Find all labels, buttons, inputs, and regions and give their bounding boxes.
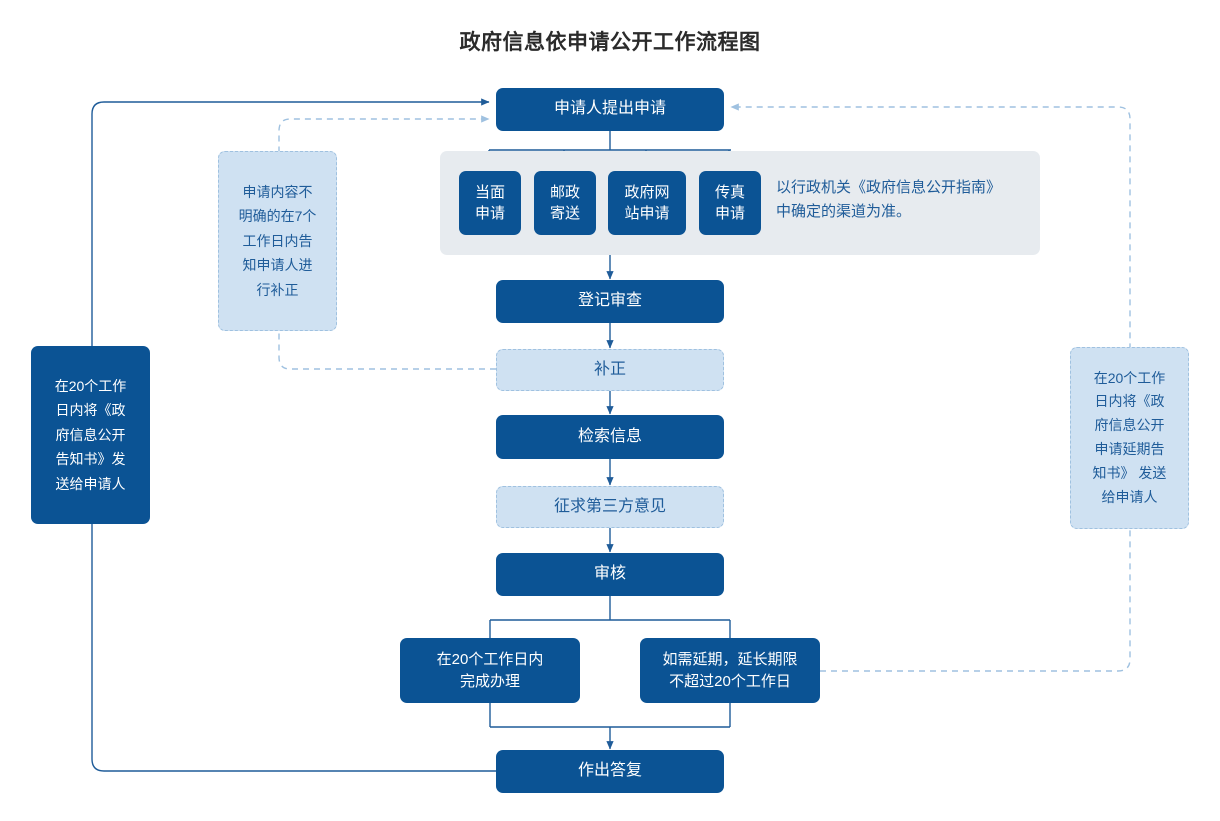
node-channel-fax[interactable]: 传真 申请: [699, 171, 761, 235]
node-registration-review[interactable]: 登记审查: [496, 280, 724, 323]
node-channel-postal-mail[interactable]: 邮政 寄送: [534, 171, 596, 235]
note-disclosure-notice-20-days[interactable]: 在20个工作 日内将《政 府信息公开 告知书》发 送给申请人: [31, 346, 150, 524]
node-channel-government-website[interactable]: 政府网 站申请: [608, 171, 686, 235]
node-applicant-submits[interactable]: 申请人提出申请: [496, 88, 724, 131]
page-title: 政府信息依申请公开工作流程图: [459, 31, 761, 54]
node-extension-not-over-20-days[interactable]: 如需延期，延长期限 不超过20个工作日: [640, 638, 820, 703]
node-retrieve-information[interactable]: 检索信息: [496, 415, 724, 459]
node-complete-within-20-days[interactable]: 在20个工作日内 完成办理: [400, 638, 580, 703]
node-third-party-opinion[interactable]: 征求第三方意见: [496, 486, 724, 528]
node-supplement-correction[interactable]: 补正: [496, 349, 724, 391]
node-make-reply[interactable]: 作出答复: [496, 750, 724, 793]
note-extension-notice-20-days[interactable]: 在20个工作 日内将《政 府信息公开 申请延期告 知书》 发送 给申请人: [1070, 347, 1189, 529]
node-examination-approval[interactable]: 审核: [496, 553, 724, 596]
note-unclear-application-7-days[interactable]: 申请内容不 明确的在7个 工作日内告 知申请人进 行补正: [218, 151, 337, 331]
node-channel-in-person[interactable]: 当面 申请: [459, 171, 521, 235]
channel-panel-note: 以行政机关《政府信息公开指南》 中确定的渠道为准。: [776, 179, 1002, 221]
